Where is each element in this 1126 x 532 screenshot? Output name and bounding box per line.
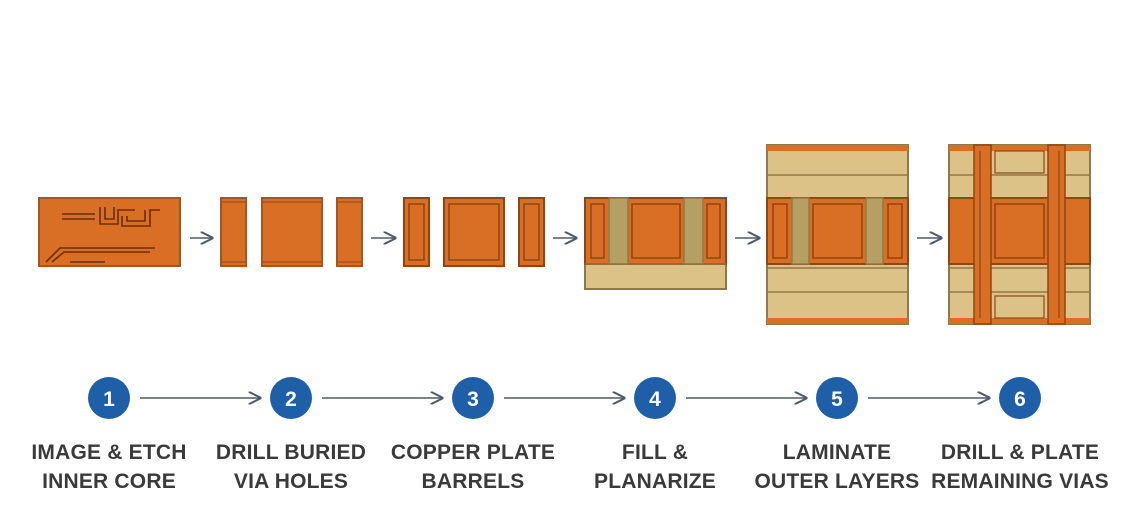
step-label-line-1: FILL & bbox=[621, 441, 689, 464]
stage-4-filled-core bbox=[584, 197, 727, 290]
step-label: DRILL & PLATE REMAINING VIAS bbox=[925, 438, 1115, 496]
step-badge bbox=[816, 377, 858, 419]
step-label-line-1: LAMINATE bbox=[782, 441, 892, 464]
stage-2-drilled-core bbox=[220, 197, 363, 267]
stage-6-finished-board bbox=[948, 144, 1091, 325]
etched-traces bbox=[45, 207, 160, 263]
step-badge bbox=[634, 377, 676, 419]
step-badge bbox=[270, 377, 312, 419]
step-label: LAMINATE OUTER LAYERS bbox=[742, 438, 932, 496]
step-label-line-2: BARRELS bbox=[421, 470, 525, 493]
stage-3-plated-barrels bbox=[403, 197, 545, 267]
step-badge bbox=[88, 377, 130, 419]
step-number: 5 bbox=[831, 388, 843, 411]
step-label-line-2: INNER CORE bbox=[42, 470, 176, 493]
step-label-line-2: REMAINING VIAS bbox=[931, 470, 1109, 493]
step-number: 1 bbox=[103, 388, 115, 411]
step-label: IMAGE & ETCH INNER CORE bbox=[14, 438, 204, 496]
step-label-line-2: VIA HOLES bbox=[233, 470, 349, 493]
step-timeline: 1 2 3 4 5 6 bbox=[88, 377, 1041, 419]
step-number: 3 bbox=[467, 388, 479, 411]
step-label: DRILL BURIED VIA HOLES bbox=[196, 438, 386, 496]
step-badge bbox=[452, 377, 494, 419]
step-label: COPPER PLATE BARRELS bbox=[378, 438, 568, 496]
step-label-line-1: DRILL & PLATE bbox=[940, 441, 1100, 464]
stage-5-laminated-stack bbox=[766, 144, 909, 325]
step-label-line-2: PLANARIZE bbox=[594, 470, 716, 493]
step-number: 4 bbox=[649, 388, 661, 411]
step-number: 2 bbox=[285, 388, 297, 411]
stage-1-inner-core bbox=[38, 197, 181, 267]
step-label-line-1: COPPER PLATE bbox=[390, 441, 556, 464]
step-label-line-1: DRILL BURIED bbox=[215, 441, 367, 464]
step-label-line-1: IMAGE & ETCH bbox=[31, 441, 187, 464]
step-label: FILL & PLANARIZE bbox=[560, 438, 750, 496]
step-badge bbox=[999, 377, 1041, 419]
step-number: 6 bbox=[1014, 388, 1026, 411]
step-label-line-2: OUTER LAYERS bbox=[754, 470, 920, 493]
